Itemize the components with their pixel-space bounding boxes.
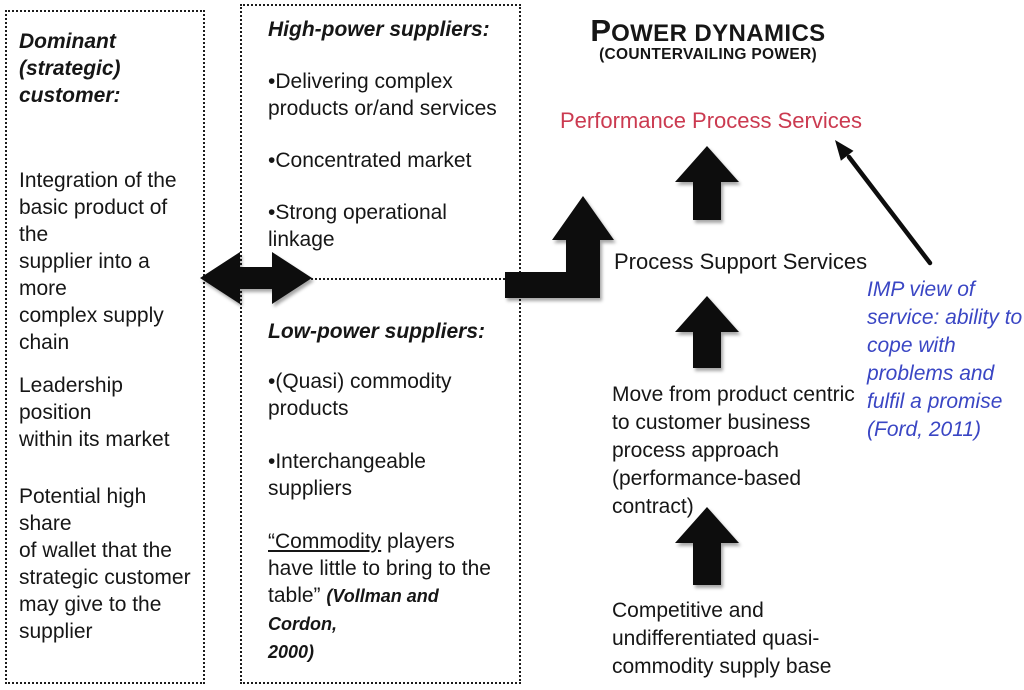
up-arrow-icon xyxy=(675,507,739,585)
dominant-customer-box: Dominant (strategic) customer: Integrati… xyxy=(5,10,205,684)
performance-process-services-label: Performance Process Services xyxy=(560,108,862,133)
double-headed-arrow-icon xyxy=(200,252,312,304)
high-power-section: High-power suppliers: •Delivering comple… xyxy=(268,16,513,253)
customer-paragraph: Potential high share of wallet that the … xyxy=(19,485,191,643)
power-dynamics-title: POWER DYNAMICS xyxy=(558,14,858,54)
suppliers-box: High-power suppliers: •Delivering comple… xyxy=(240,4,521,684)
quote-text: players have little to bring to the tabl… xyxy=(268,530,491,607)
title-rest: OWER DYNAMICS xyxy=(611,20,826,47)
up-arrow-icon xyxy=(675,146,739,220)
move-to-process-approach-label: Move from product centric to customer bu… xyxy=(612,383,855,518)
high-power-item: •Concentrated market xyxy=(268,149,472,172)
low-power-item: •(Quasi) commodity products xyxy=(268,370,452,420)
customer-paragraph: Leadership position within its market xyxy=(19,374,170,451)
high-power-title: High-power suppliers: xyxy=(268,18,490,41)
elbow-up-arrow-icon xyxy=(505,196,614,298)
customer-box-title: Dominant (strategic) customer: xyxy=(19,30,121,107)
quote-citation: (Vollman and Cordon, 2000) xyxy=(268,586,439,662)
process-support-services-label: Process Support Services xyxy=(614,249,868,274)
power-dynamics-subtitle: (COUNTERVAILING POWER) xyxy=(599,46,817,63)
annotation-pointer-arrow-icon xyxy=(835,140,933,266)
commodity-quote: “Commodity players have little to bring … xyxy=(268,528,511,666)
imp-view-annotation: IMP view of service: ability to cope wit… xyxy=(867,278,1023,441)
high-power-item: •Strong operational linkage xyxy=(268,201,447,251)
customer-paragraph: Integration of the basic product of the … xyxy=(19,169,177,354)
commodity-supply-base-label: Competitive and undifferentiated quasi- … xyxy=(612,599,832,678)
up-arrow-icon xyxy=(675,296,739,368)
low-power-item: •Interchangeable suppliers xyxy=(268,450,426,500)
title-initial: P xyxy=(590,13,612,48)
low-power-title: Low-power suppliers: xyxy=(268,320,486,343)
low-power-section: Low-power suppliers: •(Quasi) commodity … xyxy=(268,318,511,666)
suppliers-box-divider xyxy=(240,278,521,280)
quote-underlined-word: “Commodity xyxy=(268,530,382,553)
high-power-item: •Delivering complex products or/and serv… xyxy=(268,70,497,120)
